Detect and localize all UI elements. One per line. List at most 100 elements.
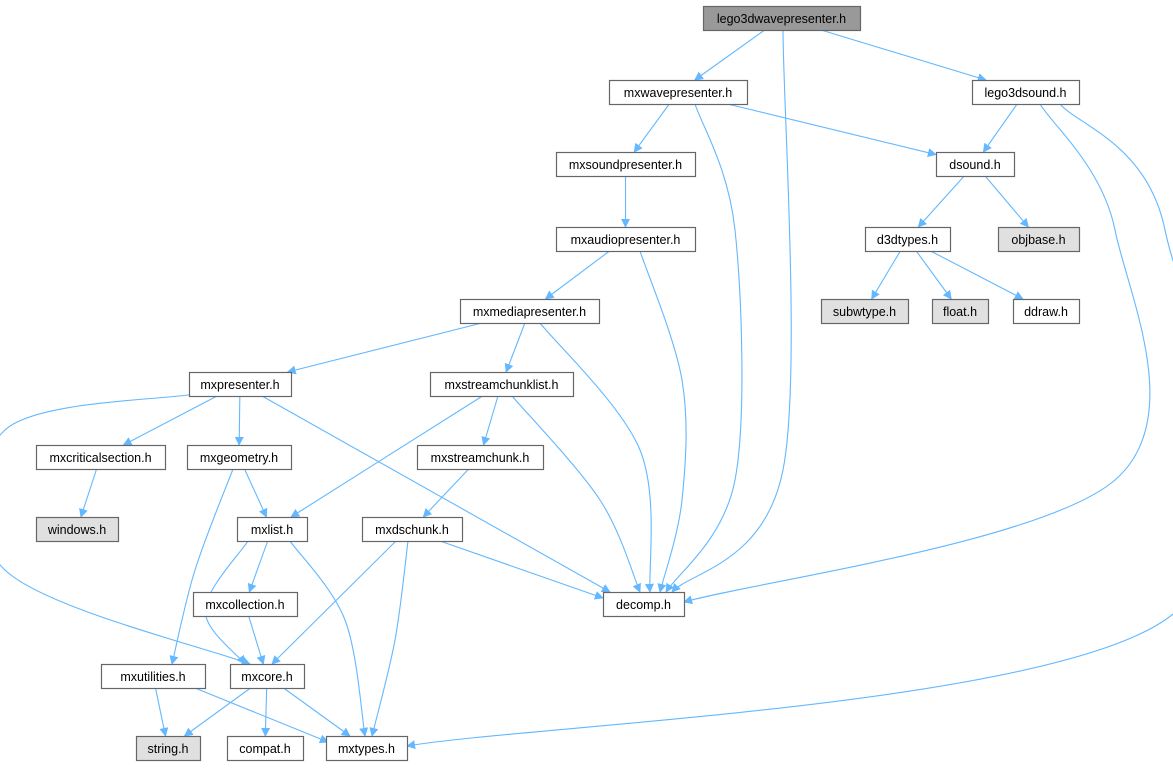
node-box [429, 371, 575, 398]
node-box [997, 226, 1081, 253]
node-lego3dwavepresenter: lego3dwavepresenter.h [702, 5, 862, 32]
edge-mxmediapresenter-to-decomp [539, 322, 654, 593]
node-box [236, 516, 309, 543]
edge-mxutilities-to-string [154, 687, 169, 737]
edge-mxwavepresenter-to-decomp [665, 103, 743, 593]
node-box [1012, 298, 1081, 325]
node-mxcollection[interactable]: mxcollection.h [192, 591, 299, 618]
edge-mxcollection-to-mxcore [248, 615, 266, 665]
node-label: mxlist.h [251, 523, 293, 537]
node-mxstreamchunk[interactable]: mxstreamchunk.h [416, 444, 545, 471]
edge-mxpresenter-to-mxcore [0, 393, 251, 666]
edge-mxpresenter-to-mxcriticalsection [122, 395, 218, 446]
edge-dsound-to-objbase [984, 175, 1029, 228]
node-mxgeometry[interactable]: mxgeometry.h [186, 444, 293, 471]
node-label: float.h [943, 305, 977, 319]
edge-lego3dsound-to-decomp [683, 103, 1151, 605]
edge-mxcore-to-compat [261, 687, 271, 737]
node-label: compat.h [239, 742, 290, 756]
node-box [702, 5, 862, 32]
edge-mxstreamchunklist-to-mxstreamchunk [481, 395, 499, 446]
edge-lego3dwavepresenter-to-mxwavepresenter [694, 29, 766, 81]
node-decomp[interactable]: decomp.h [602, 591, 686, 618]
node-box [416, 444, 545, 471]
edge-mxdschunk-to-mxtypes [369, 540, 409, 737]
node-mxaudiopresenter[interactable]: mxaudiopresenter.h [555, 226, 697, 253]
node-label: decomp.h [616, 598, 671, 612]
node-lego3dsound[interactable]: lego3dsound.h [971, 79, 1081, 106]
node-label: lego3dsound.h [984, 86, 1066, 100]
edge-mxaudiopresenter-to-decomp [639, 250, 687, 593]
node-dsound[interactable]: dsound.h [935, 151, 1016, 178]
node-label: ddraw.h [1024, 305, 1068, 319]
node-box [931, 298, 990, 325]
edge-mxpresenter-to-mxgeometry [234, 395, 244, 446]
node-label: mxtypes.h [338, 742, 395, 756]
node-mxstreamchunklist[interactable]: mxstreamchunklist.h [429, 371, 575, 398]
node-label: objbase.h [1011, 233, 1065, 247]
edge-mxstreamchunklist-to-mxlist [290, 395, 483, 518]
node-label: mxcollection.h [205, 598, 284, 612]
node-box [555, 226, 697, 253]
node-mxwavepresenter[interactable]: mxwavepresenter.h [608, 79, 749, 106]
edge-mxstreamchunk-to-mxdschunk [422, 468, 470, 518]
node-box [325, 735, 409, 762]
node-box [935, 151, 1016, 178]
node-mxtypes[interactable]: mxtypes.h [325, 735, 409, 762]
node-mxcriticalsection[interactable]: mxcriticalsection.h [35, 444, 167, 471]
node-mxmediapresenter[interactable]: mxmediapresenter.h [459, 298, 601, 325]
node-mxdschunk[interactable]: mxdschunk.h [361, 516, 464, 543]
node-windows: windows.h [35, 516, 120, 543]
edge-mxlist-to-mxcollection [247, 540, 269, 593]
node-mxutilities[interactable]: mxutilities.h [100, 663, 207, 690]
edges [0, 29, 1173, 750]
node-label: mxstreamchunk.h [431, 451, 530, 465]
node-box [192, 591, 299, 618]
node-label: mxutilities.h [120, 670, 185, 684]
node-box [864, 226, 952, 253]
edge-dsound-to-d3dtypes [917, 175, 965, 228]
node-box [35, 444, 167, 471]
edge-lego3dsound-to-mxtypes [406, 103, 1173, 750]
node-label: mxcriticalsection.h [49, 451, 151, 465]
node-box [100, 663, 207, 690]
node-box [555, 151, 697, 178]
node-mxpresenter[interactable]: mxpresenter.h [188, 371, 293, 398]
node-mxcore[interactable]: mxcore.h [229, 663, 306, 690]
edge-mxwavepresenter-to-mxsoundpresenter [633, 103, 670, 153]
node-label: mxwavepresenter.h [624, 86, 732, 100]
edge-lego3dsound-to-dsound [982, 103, 1018, 153]
node-box [226, 735, 305, 762]
node-mxlist[interactable]: mxlist.h [236, 516, 309, 543]
node-box [35, 516, 120, 543]
node-box [186, 444, 293, 471]
edge-mxmediapresenter-to-mxstreamchunklist [504, 322, 526, 373]
node-compat[interactable]: compat.h [226, 735, 305, 762]
node-box [361, 516, 464, 543]
node-box [135, 735, 202, 762]
edge-mxutilities-to-mxtypes [194, 687, 329, 744]
node-label: d3dtypes.h [877, 233, 938, 247]
node-label: mxstreamchunklist.h [445, 378, 559, 392]
node-box [459, 298, 601, 325]
edge-mxmediapresenter-to-mxpresenter [286, 322, 483, 375]
node-ddraw[interactable]: ddraw.h [1012, 298, 1081, 325]
node-label: mxcore.h [241, 670, 292, 684]
node-mxsoundpresenter[interactable]: mxsoundpresenter.h [555, 151, 697, 178]
edge-mxpresenter-to-decomp [261, 395, 611, 593]
edge-mxwavepresenter-to-dsound [727, 103, 937, 158]
node-subwtype: subwtype.h [820, 298, 910, 325]
node-label: mxpresenter.h [200, 378, 279, 392]
node-label: lego3dwavepresenter.h [717, 12, 846, 26]
node-box [229, 663, 306, 690]
edge-mxlist-to-mxtypes [289, 540, 369, 737]
node-label: windows.h [47, 523, 106, 537]
node-label: subwtype.h [833, 305, 896, 319]
edge-mxstreamchunklist-to-decomp [511, 395, 641, 593]
edge-mxcriticalsection-to-windows [79, 468, 98, 518]
nodes: lego3dwavepresenter.h mxwavepresenter.h le… [35, 5, 1081, 762]
edge-d3dtypes-to-float [915, 250, 952, 300]
node-d3dtypes[interactable]: d3dtypes.h [864, 226, 952, 253]
node-label: mxsoundpresenter.h [569, 158, 682, 172]
